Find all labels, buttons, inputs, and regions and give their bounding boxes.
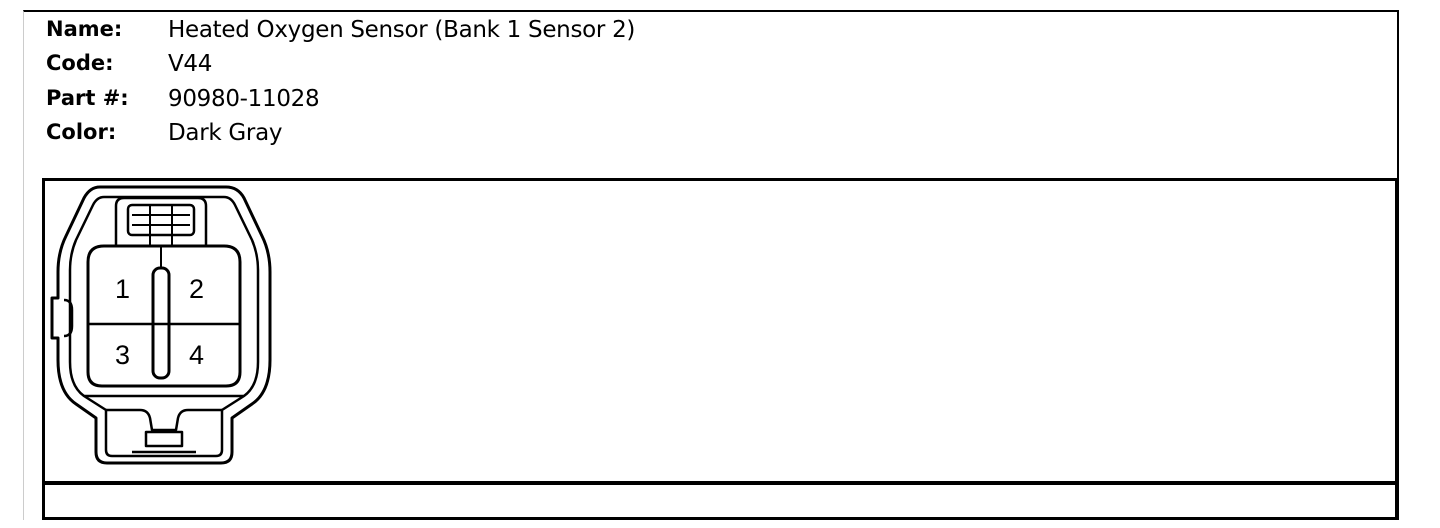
center-divider (151, 266, 171, 380)
connector-frame (23, 10, 1399, 520)
lock-latch (126, 203, 196, 237)
part-value: 90980-11028 (168, 86, 320, 112)
code-label: Code: (46, 51, 114, 75)
connector-inner-outline (68, 195, 260, 458)
left-notch (63, 298, 74, 338)
bottom-ledge (84, 394, 244, 432)
color-value: Dark Gray (168, 120, 283, 146)
part-label: Part #: (46, 86, 129, 110)
code-value: V44 (168, 51, 213, 77)
pin-number: 2 (189, 274, 204, 304)
pin-number: 1 (115, 274, 130, 304)
top-lock-tab (114, 196, 208, 246)
pin-number: 4 (189, 340, 204, 370)
connector-housing-outline (50, 185, 272, 465)
bottom-key (144, 430, 184, 448)
pin-cavity-block (86, 244, 242, 388)
color-label: Color: (46, 120, 117, 144)
pin-number: 3 (115, 340, 130, 370)
name-value: Heated Oxygen Sensor (Bank 1 Sensor 2) (168, 17, 636, 43)
name-label: Name: (46, 17, 123, 41)
footer-panel (42, 482, 1398, 520)
